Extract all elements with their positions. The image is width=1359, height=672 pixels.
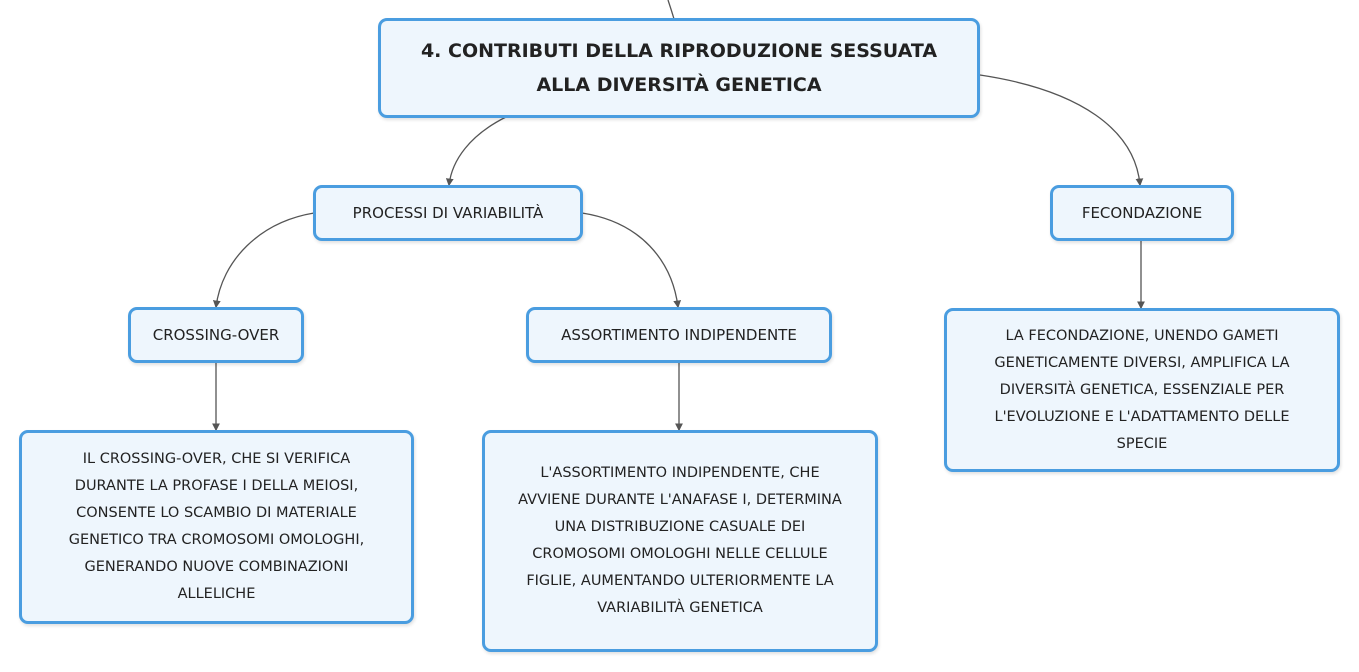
fec-desc-line-1: LA FECONDAZIONE, UNENDO GAMETI	[1005, 327, 1279, 344]
assort-desc-line-3: UNA DISTRIBUZIONE CASUALE DEI	[554, 519, 806, 535]
edge-parent-root	[667, 0, 675, 20]
fec-desc-line-3: DIVERSITÀ GENETICA, ESSENZIALE PER	[999, 381, 1285, 398]
assort-desc-line-1: L'ASSORTIMENTO INDIPENDENTE, CHE	[540, 465, 820, 481]
crossing-desc-line-1: IL CROSSING-OVER, CHE SI VERIFICA	[82, 451, 351, 467]
assortimento-indipendente-node[interactable]: ASSORTIMENTO INDIPENDENTE	[526, 307, 832, 363]
crossing-desc-line-5: GENERANDO NUOVE COMBINAZIONI	[84, 559, 349, 575]
fec-desc-line-4: L'EVOLUZIONE E L'ADATTAMENTO DELLE	[994, 408, 1290, 425]
processi-variabilita-label: PROCESSI DI VARIABILITÀ	[352, 204, 544, 222]
crossing-desc-line-3: CONSENTE LO SCAMBIO DI MATERIALE	[76, 505, 357, 521]
assort-desc-line-6: VARIABILITÀ GENETICA	[597, 600, 763, 616]
fecondazione-label: FECONDAZIONE	[1081, 204, 1203, 222]
root-topic-line-2: ALLA DIVERSITÀ GENETICA	[536, 74, 822, 96]
assort-desc-line-2: AVVIENE DURANTE L'ANAFASE I, DETERMINA	[518, 492, 842, 508]
fecondazione-description-node[interactable]: LA FECONDAZIONE, UNENDO GAMETI GENETICAM…	[944, 308, 1340, 472]
crossing-desc-line-2: DURANTE LA PROFASE I DELLA MEIOSI,	[74, 478, 359, 494]
fec-desc-line-5: SPECIE	[1116, 435, 1168, 452]
crossing-over-label: CROSSING-OVER	[152, 326, 280, 344]
fecondazione-node[interactable]: FECONDAZIONE	[1050, 185, 1234, 241]
root-topic-line-1: 4. CONTRIBUTI DELLA RIPRODUZIONE SESSUAT…	[420, 40, 938, 62]
edge-processi-assortimento	[581, 212, 682, 309]
fec-desc-line-2: GENETICAMENTE DIVERSI, AMPLIFICA LA	[994, 354, 1290, 371]
edge-root-processi	[445, 116, 507, 187]
edge-root-fecondazione	[979, 74, 1144, 187]
assort-desc-line-5: FIGLIE, AUMENTANDO ULTERIORMENTE LA	[526, 573, 834, 589]
assort-desc-line-4: CROMOSOMI OMOLOGHI NELLE CELLULE	[532, 546, 828, 562]
crossing-desc-line-6: ALLELICHE	[177, 586, 256, 602]
assortimento-description-node[interactable]: L'ASSORTIMENTO INDIPENDENTE, CHE AVVIENE…	[482, 430, 878, 652]
crossing-over-node[interactable]: CROSSING-OVER	[128, 307, 304, 363]
root-topic-text: 4. CONTRIBUTI DELLA RIPRODUZIONE SESSUAT…	[421, 34, 937, 102]
crossing-over-description-text: IL CROSSING-OVER, CHE SI VERIFICA DURANT…	[69, 446, 364, 608]
assortimento-indipendente-label: ASSORTIMENTO INDIPENDENTE	[561, 326, 797, 344]
fecondazione-description-text: LA FECONDAZIONE, UNENDO GAMETI GENETICAM…	[994, 323, 1289, 458]
crossing-over-description-node[interactable]: IL CROSSING-OVER, CHE SI VERIFICA DURANT…	[19, 430, 414, 624]
root-topic-node[interactable]: 4. CONTRIBUTI DELLA RIPRODUZIONE SESSUAT…	[378, 18, 980, 118]
assortimento-description-text: L'ASSORTIMENTO INDIPENDENTE, CHE AVVIENE…	[518, 460, 842, 622]
edge-processi-crossing	[212, 212, 315, 309]
processi-variabilita-node[interactable]: PROCESSI DI VARIABILITÀ	[313, 185, 583, 241]
crossing-desc-line-4: GENETICO TRA CROMOSOMI OMOLOGHI,	[68, 532, 365, 548]
